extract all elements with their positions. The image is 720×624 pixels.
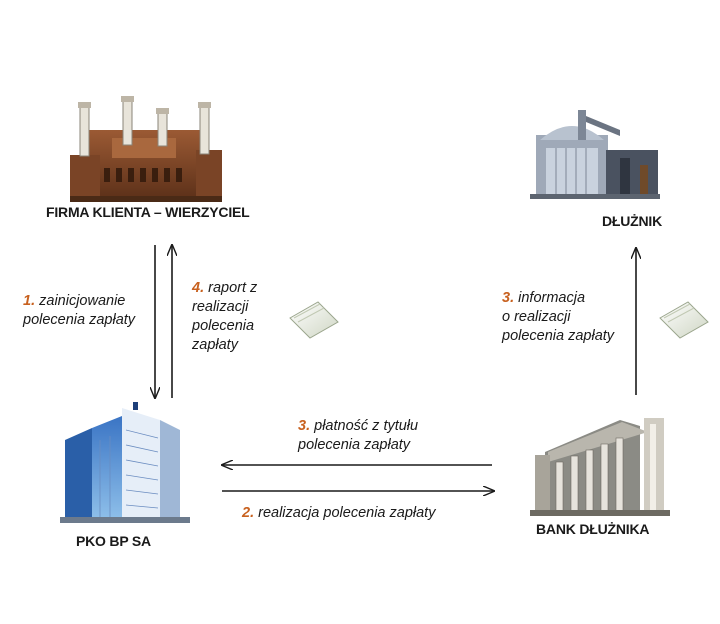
step-4-text-line1: raport z — [208, 280, 258, 296]
step-2-text: realizacja polecenia zapłaty — [258, 505, 436, 521]
step-1-number: 1. — [23, 293, 36, 309]
office-building-icon — [60, 402, 190, 523]
creditor-label: FIRMA KLIENTA – WIERZYCIEL — [46, 204, 250, 220]
power-plant-icon — [70, 96, 222, 202]
classical-bank-icon — [530, 418, 670, 516]
step-1-label: 1. zainicjowanie polecenia zapłaty — [23, 292, 135, 330]
step-4-text-line3: polecenia — [192, 318, 255, 334]
step-3-payment-label: 3. płatność z tytułu polecenia zapłaty — [298, 417, 418, 455]
step-1-text-line2: polecenia zapłaty — [23, 312, 136, 328]
step-4-label: 4. raport z realizacji polecenia zapłaty — [192, 279, 257, 355]
step-3-info-text-line2: o realizacji — [502, 309, 571, 325]
step-4-text-line4: zapłaty — [192, 337, 238, 353]
step-3-info-number: 3. — [502, 290, 515, 306]
industrial-plant-icon — [530, 110, 660, 199]
step-3-info-text-line3: polecenia zapłaty — [502, 328, 615, 344]
step-2-number: 2. — [242, 505, 255, 521]
step-3-payment-number: 3. — [298, 418, 311, 434]
debtor-label: DŁUŻNIK — [602, 213, 663, 229]
step-3-payment-text-line2: polecenia zapłaty — [298, 437, 411, 453]
document-icon — [289, 301, 339, 339]
step-4-text-line2: realizacji — [192, 299, 249, 315]
bank-debtor-label: BANK DŁUŻNIKA — [536, 521, 650, 537]
step-4-number: 4. — [192, 280, 205, 296]
document-icon — [659, 301, 709, 339]
step-3-payment-text-line1: płatność z tytułu — [314, 418, 419, 434]
step-1-text-line1: zainicjowanie — [39, 293, 126, 309]
step-3-info-text-line1: informacja — [518, 290, 586, 306]
step-2-label: 2. realizacja polecenia zapłaty — [242, 504, 435, 523]
step-3-info-label: 3. informacja o realizacji polecenia zap… — [502, 289, 614, 346]
pko-bp-label: PKO BP SA — [76, 533, 151, 549]
